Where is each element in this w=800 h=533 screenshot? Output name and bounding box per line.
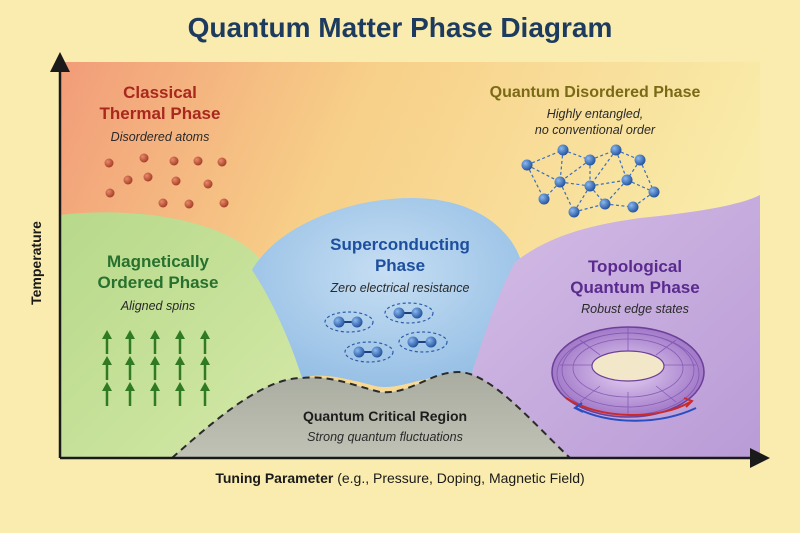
spin-arrow — [150, 330, 160, 354]
topological-title-line2: Quantum Phase — [570, 278, 700, 297]
x-axis-label-detail: (e.g., Pressure, Doping, Magnetic Field) — [337, 470, 585, 486]
classical-title-line2: Thermal Phase — [99, 104, 221, 123]
topological-title-line1: Topological — [587, 257, 683, 276]
spin-arrow — [102, 382, 112, 406]
critical-boundary-line — [171, 370, 571, 459]
classical-phase-title: Classical Thermal Phase — [70, 82, 250, 124]
superconducting-title-line1: Superconducting — [330, 235, 470, 254]
spin-arrow — [102, 330, 112, 354]
y-axis-label: Temperature — [28, 221, 44, 305]
spin-arrow — [125, 330, 135, 354]
quantum-disordered-subtitle-line1: Highly entangled, — [546, 107, 644, 121]
page-title: Quantum Matter Phase Diagram — [187, 12, 613, 43]
superconducting-phase-subtitle: Zero electrical resistance — [330, 281, 470, 295]
region-quantum-critical — [172, 372, 570, 458]
quantum-disordered-title: Quantum Disordered Phase — [489, 84, 701, 101]
superconducting-title-line2: Phase — [374, 256, 426, 275]
entangled-network-icon — [521, 144, 660, 218]
classical-phase-subtitle: Disordered atoms — [110, 130, 210, 144]
magnetic-title-line2: Ordered Phase — [97, 273, 219, 292]
spin-arrow — [200, 356, 210, 380]
spin-arrow — [200, 330, 210, 354]
critical-region-subtitle: Strong quantum fluctuations — [307, 430, 463, 444]
magnetic-phase-subtitle: Aligned spins — [120, 299, 196, 313]
topological-phase-subtitle: Robust edge states — [581, 302, 689, 316]
spin-arrow — [175, 330, 185, 354]
magnetic-phase-title: Magnetically Ordered Phase — [68, 251, 248, 293]
superconducting-phase-title: Superconducting Phase — [290, 234, 510, 276]
torus-edge-states-icon — [551, 326, 705, 422]
x-axis-label-main: Tuning Parameter — [215, 470, 334, 486]
spin-arrow — [200, 382, 210, 406]
spin-arrows-icon — [102, 330, 210, 406]
spin-arrow — [175, 356, 185, 380]
region-superconducting — [252, 198, 520, 387]
critical-region-title: Quantum Critical Region — [302, 408, 468, 424]
atoms-scatter-icon — [104, 153, 229, 209]
cooper-pairs-icon — [324, 302, 448, 363]
spin-arrow — [150, 382, 160, 406]
spin-arrow — [125, 356, 135, 380]
quantum-disordered-subtitle-line2: no conventional order — [534, 123, 656, 137]
spin-arrow — [150, 356, 160, 380]
spin-arrow — [175, 382, 185, 406]
topological-phase-title: Topological Quantum Phase — [540, 256, 730, 298]
quantum-disordered-subtitle: Highly entangled, no conventional order — [460, 106, 730, 138]
spin-arrow — [102, 356, 112, 380]
spin-arrow — [125, 382, 135, 406]
x-axis-label: Tuning Parameter (e.g., Pressure, Doping… — [0, 470, 800, 486]
classical-title-line1: Classical — [123, 83, 197, 102]
magnetic-title-line1: Magnetically — [106, 252, 210, 271]
